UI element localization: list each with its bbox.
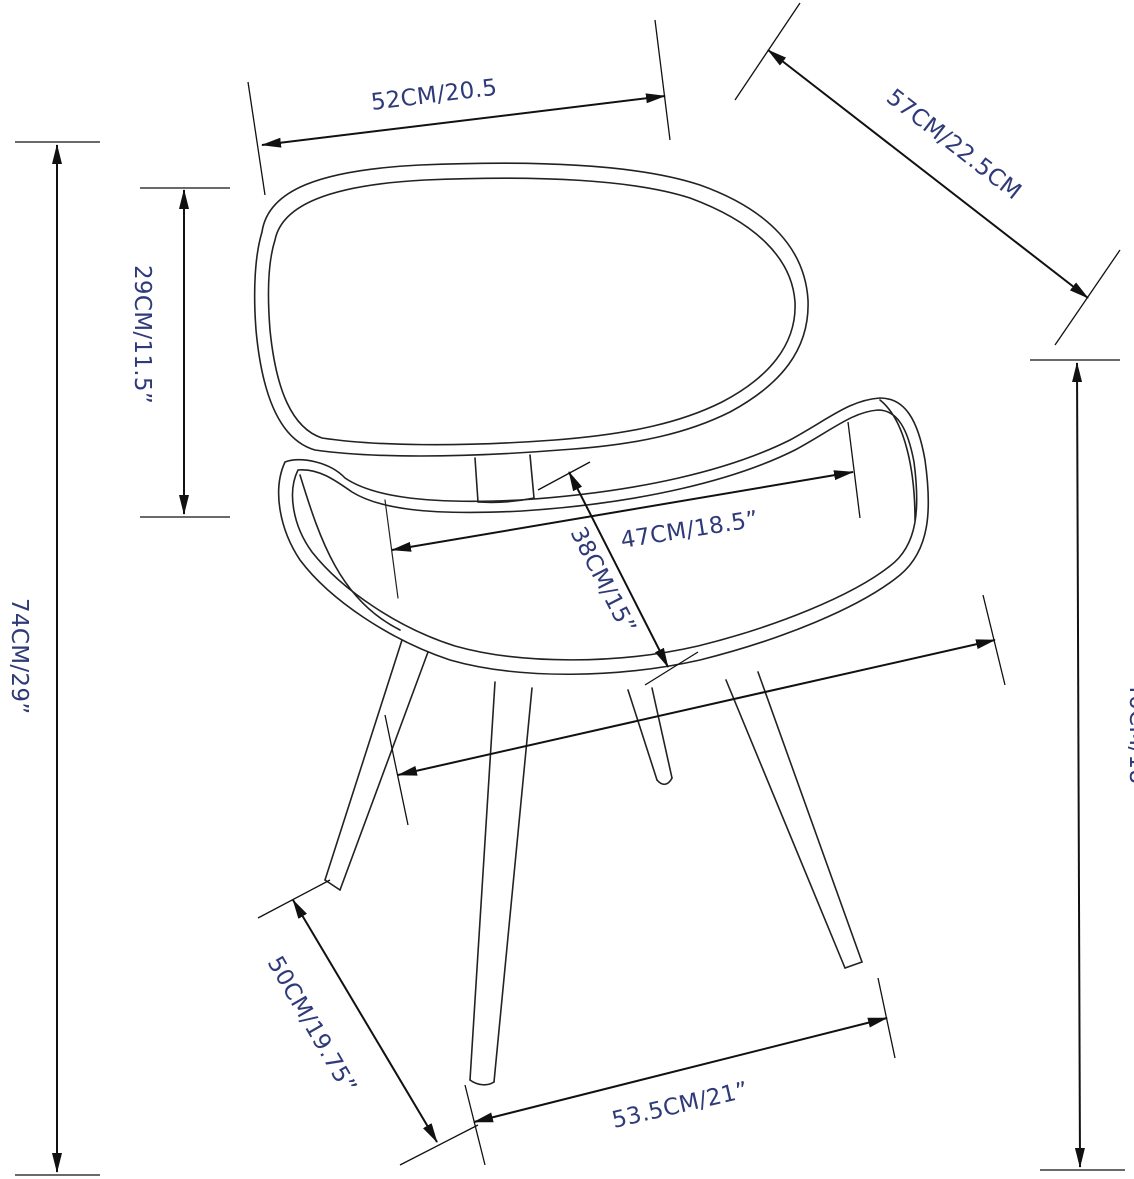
dim-seat-height xyxy=(1030,359,1125,1171)
label-base-width: 53.5CM/21” xyxy=(610,1077,751,1134)
dim-total-height xyxy=(15,141,100,1176)
dim-depth xyxy=(734,2,1121,346)
chair-outline xyxy=(253,162,930,1086)
label-back-height: 29CM/11.5” xyxy=(129,265,155,404)
dim-back-height xyxy=(140,187,230,518)
label-total-height: 74CM/29” xyxy=(6,598,32,715)
label-base-depth: 50CM/19.75” xyxy=(262,952,362,1098)
dim-base-width xyxy=(464,977,896,1166)
label-top-width: 52CM/20.5 xyxy=(370,75,499,116)
dim-top-width xyxy=(247,19,671,196)
label-depth: 57CM/22.5CM xyxy=(881,84,1026,205)
dim-base-depth xyxy=(257,879,479,1166)
label-seat-height: 46CM/18” xyxy=(1124,680,1134,797)
dim-lower-width xyxy=(384,594,1006,826)
label-seat-width: 47CM/18.5” xyxy=(619,506,760,553)
